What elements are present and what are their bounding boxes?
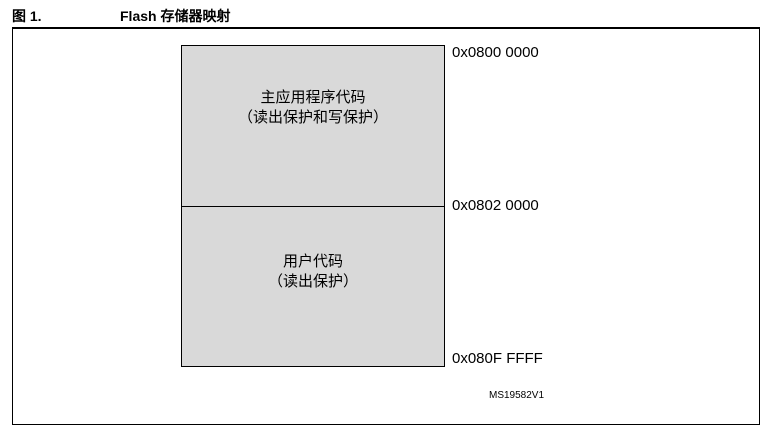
figure-frame	[12, 27, 760, 425]
user-code-region-label: 用户代码	[282, 253, 343, 270]
address-start: 0x0800 0000	[452, 44, 539, 61]
figure-reference-id: MS19582V1	[489, 390, 545, 401]
address-end: 0x080F FFFF	[452, 350, 543, 367]
figure-caption: 图 1. Flash 存储器映射	[12, 2, 762, 26]
user-code-region-protection: （读出保护）	[267, 273, 358, 290]
main-code-region: 主应用程序代码 （读出保护和写保护）	[181, 45, 445, 208]
user-code-region: 用户代码 （读出保护）	[181, 206, 445, 367]
main-code-region-label: 主应用程序代码	[260, 89, 366, 106]
main-code-region-protection: （读出保护和写保护）	[237, 109, 388, 126]
figure-number: 图 1.	[12, 8, 42, 24]
figure-title: Flash 存储器映射	[120, 8, 231, 24]
address-boundary: 0x0802 0000	[452, 197, 539, 214]
